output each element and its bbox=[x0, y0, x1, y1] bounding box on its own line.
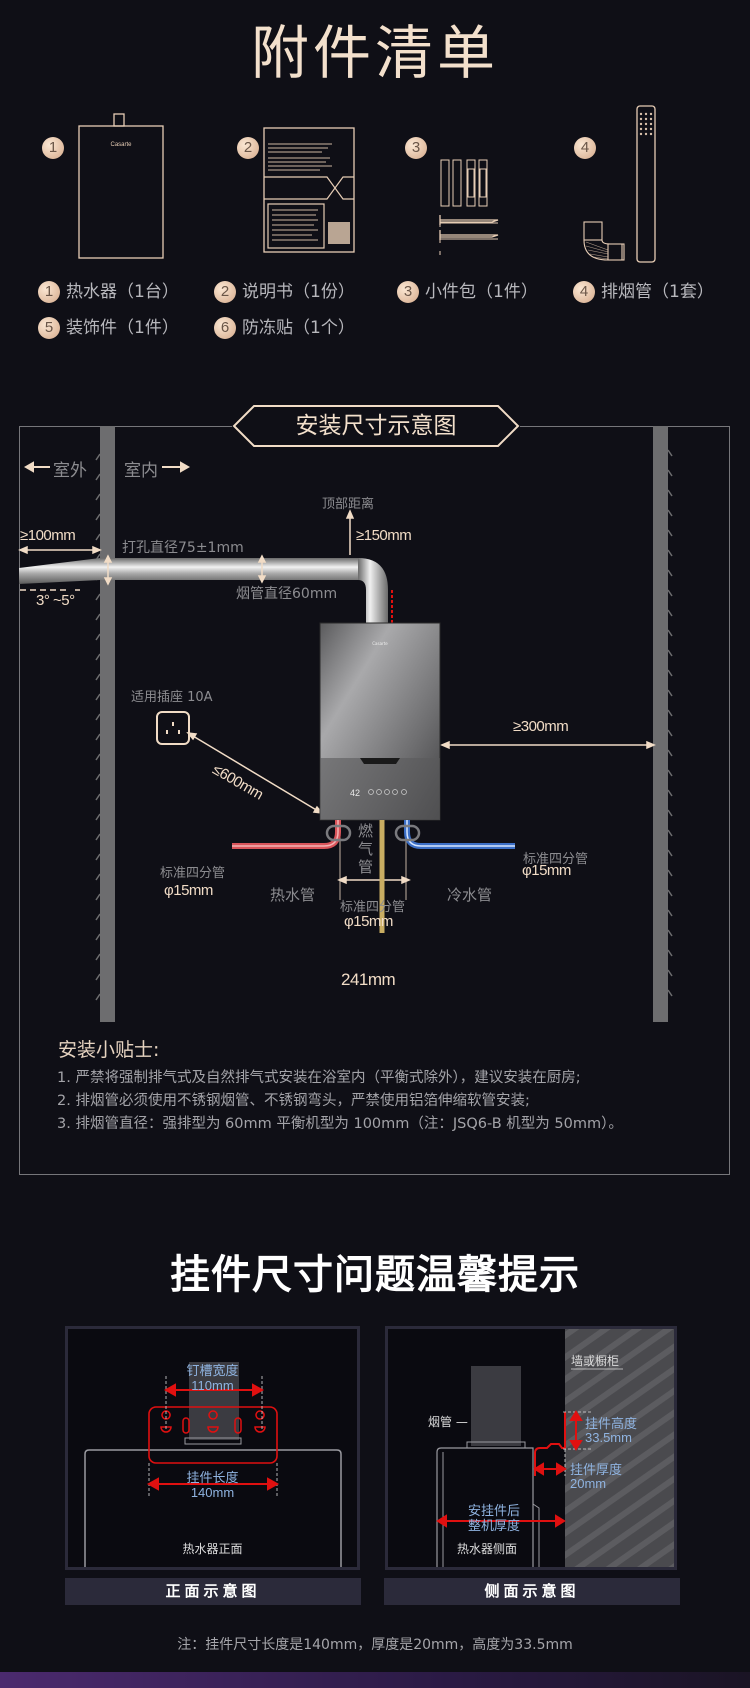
slope-label: 3° ~5° bbox=[36, 592, 75, 609]
tip-item: 2. 排烟管必须使用不锈钢烟管、不锈钢弯头，严禁使用铝箔伸缩软管安装; bbox=[57, 1093, 530, 1109]
heater-side-label: 热水器侧面 bbox=[457, 1542, 518, 1556]
side-distance-value: ≥300mm bbox=[513, 718, 569, 735]
item-label: 说明书（1份） bbox=[242, 282, 355, 302]
side-view-caption: 侧面示意图 bbox=[384, 1578, 680, 1605]
item-label: 排烟管（1套） bbox=[601, 282, 714, 302]
bracket-thickness-value: 20mm bbox=[570, 1476, 607, 1491]
outdoor-label: 室外 bbox=[53, 461, 87, 481]
footer-bar bbox=[0, 1672, 750, 1688]
hot-pipe-std: 标准四分管 bbox=[160, 866, 226, 881]
bracket-note: 注：挂件尺寸长度是140mm，厚度是20mm，高度为33.5mm bbox=[177, 1637, 573, 1653]
wall-label: 墙或橱柜 bbox=[571, 1354, 620, 1368]
item-3-badge: 3 bbox=[405, 137, 427, 159]
socket-icon bbox=[156, 711, 190, 745]
slot-width-label: 钉槽宽度 bbox=[186, 1363, 239, 1378]
cold-pipe-label: 冷水管 bbox=[447, 886, 493, 904]
top-distance-label: 顶部距离 bbox=[322, 497, 375, 512]
flue-diameter-label: 烟管直径60mm bbox=[236, 586, 338, 602]
bracket-thickness-label: 挂件厚度 bbox=[570, 1462, 623, 1477]
top-distance-value: ≥150mm bbox=[356, 527, 412, 544]
accessory-item: 4 排烟管（1套） bbox=[573, 280, 714, 304]
total-thickness-label-2: 整机厚度 bbox=[468, 1518, 521, 1533]
hot-pipe-label: 热水管 bbox=[270, 886, 316, 904]
bracket-height-label: 挂件高度 bbox=[585, 1416, 638, 1431]
water-heater-icon: Casarte bbox=[78, 113, 164, 259]
accessory-item: 6 防冻贴（1个） bbox=[214, 316, 355, 340]
side-view-diagram bbox=[436, 1329, 674, 1567]
front-view-caption: 正面示意图 bbox=[65, 1578, 361, 1605]
width-value: 241mm bbox=[341, 970, 396, 989]
item-badge: 2 bbox=[214, 281, 236, 303]
side-view-panel: 墙或橱柜 烟管 — 挂件高度 33.5mm 挂件厚度 20mm 安挂件后 整机厚… bbox=[385, 1326, 677, 1570]
front-view-diagram bbox=[84, 1362, 342, 1567]
install-diagram: Casarte 42 bbox=[18, 405, 673, 1001]
install-title: 安装尺寸示意图 bbox=[295, 413, 457, 439]
hot-pipe-size: φ15mm bbox=[164, 882, 213, 899]
indoor-label: 室内 bbox=[124, 461, 158, 481]
item-label: 装饰件（1件） bbox=[66, 318, 179, 338]
item-1-badge: 1 bbox=[42, 137, 64, 159]
brand-mark: Casarte bbox=[110, 142, 132, 148]
small-parts-icon bbox=[439, 159, 499, 255]
manual-icon bbox=[263, 127, 355, 253]
gas-pipe-size: φ15mm bbox=[344, 913, 393, 930]
accessory-item: 1 热水器（1台） bbox=[38, 280, 179, 304]
tips-title: 安装小贴士: bbox=[58, 1039, 160, 1061]
accessory-item: 5 装饰件（1件） bbox=[38, 316, 179, 340]
item-badge: 4 bbox=[573, 281, 595, 303]
heater-brand: Casarte bbox=[372, 641, 388, 646]
outside-distance-value: ≥100mm bbox=[20, 527, 76, 544]
bracket-length-value: 140mm bbox=[190, 1485, 235, 1500]
item-badge: 5 bbox=[38, 317, 60, 339]
accessory-item: 2 说明书（1份） bbox=[214, 280, 355, 304]
hole-diameter-label: 打孔直径75±1mm bbox=[122, 540, 244, 556]
cold-pipe-std: 标准四分管 bbox=[523, 852, 589, 867]
item-label: 小件包（1件） bbox=[425, 282, 538, 302]
item-label: 防冻贴（1个） bbox=[242, 318, 355, 338]
exhaust-pipe-icon bbox=[583, 105, 656, 263]
accessory-item: 3 小件包（1件） bbox=[397, 280, 538, 304]
tip-item: 3. 排烟管直径：强排型为 60mm 平衡机型为 100mm（注：JSQ6-B … bbox=[57, 1116, 623, 1132]
right-wall bbox=[653, 426, 668, 1022]
gas-pipe-label: 燃气管 bbox=[358, 822, 374, 876]
cold-pipe-size: φ15mm bbox=[522, 862, 571, 879]
item-label: 热水器（1台） bbox=[66, 282, 179, 302]
bracket-height-value: 33.5mm bbox=[585, 1430, 632, 1445]
item-2-badge: 2 bbox=[237, 137, 259, 159]
bracket-title: 挂件尺寸问题温馨提示 bbox=[170, 1252, 580, 1298]
item-badge: 3 bbox=[397, 281, 419, 303]
heater-front-label: 热水器正面 bbox=[182, 1542, 243, 1556]
item-badge: 6 bbox=[214, 317, 236, 339]
accessories-title: 附件清单 bbox=[250, 19, 499, 87]
flue-label: 烟管 — bbox=[428, 1415, 468, 1429]
heater-display: 42 bbox=[350, 788, 360, 798]
item-4-badge: 4 bbox=[574, 137, 596, 159]
bracket-length-label: 挂件长度 bbox=[186, 1470, 239, 1485]
front-view-panel: 钉槽宽度 110mm 挂件长度 140mm 热水器正面 bbox=[65, 1326, 360, 1570]
socket-label: 适用插座 10A bbox=[131, 690, 213, 705]
item-badge: 1 bbox=[38, 281, 60, 303]
tip-item: 1. 严禁将强制排气式及自然排气式安装在浴室内（平衡式除外），建议安装在厨房; bbox=[57, 1070, 581, 1086]
total-thickness-label-1: 安挂件后 bbox=[468, 1503, 521, 1518]
gas-pipe-std: 标准四分管 bbox=[340, 900, 406, 915]
slot-width-value: 110mm bbox=[191, 1378, 234, 1393]
